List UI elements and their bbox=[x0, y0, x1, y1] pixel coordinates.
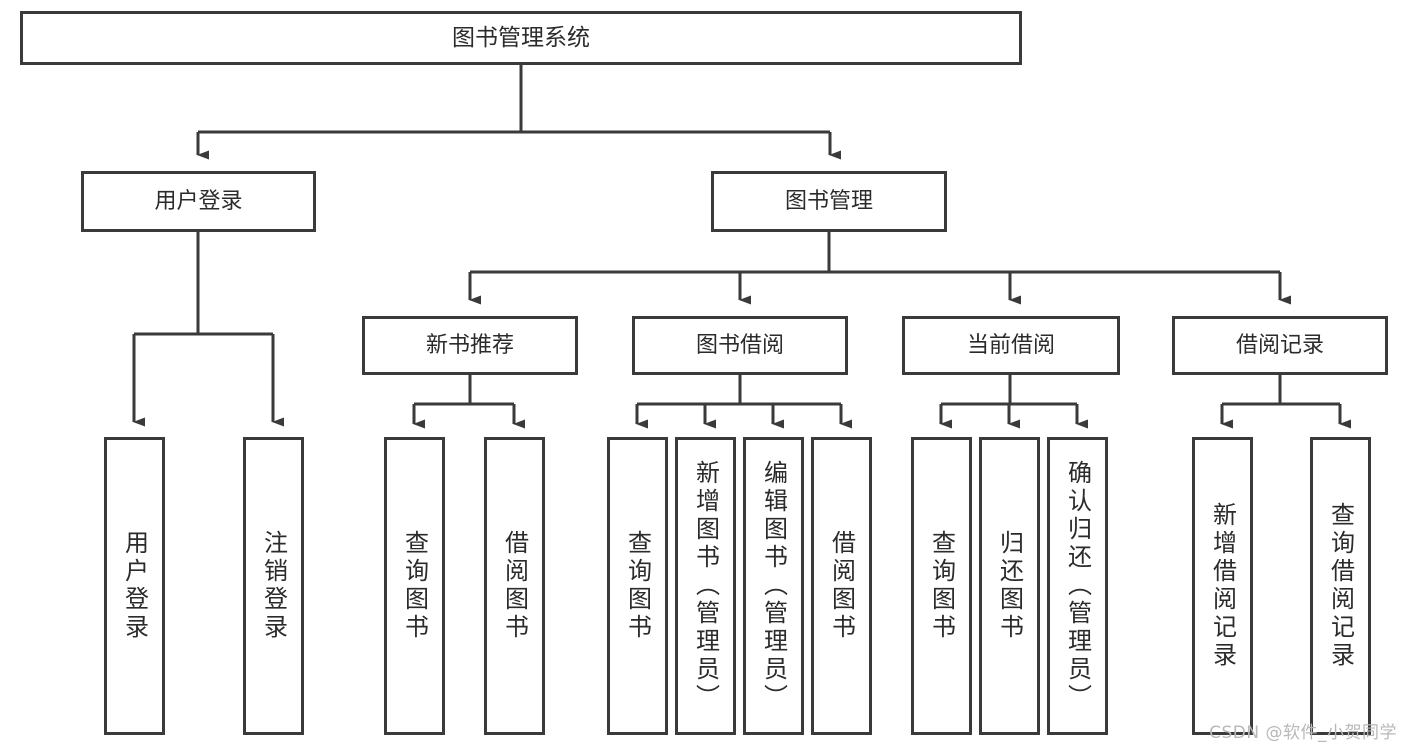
leaf-logout[interactable]: 注销登录 bbox=[243, 437, 304, 735]
node-label: 查询借阅记录 bbox=[1326, 502, 1355, 670]
node-label: 查询图书 bbox=[400, 530, 429, 642]
leaf-borrow-book[interactable]: 借阅图书 bbox=[811, 437, 872, 735]
node-label: 借阅图书 bbox=[827, 530, 856, 642]
node-current-borrow[interactable]: 当前借阅 bbox=[902, 316, 1120, 375]
leaf-query-borrow-record[interactable]: 查询借阅记录 bbox=[1310, 437, 1371, 735]
leaf-user-login[interactable]: 用户登录 bbox=[104, 437, 165, 735]
node-label: 用户登录 bbox=[154, 188, 243, 214]
node-label: 借阅图书 bbox=[500, 530, 529, 642]
node-label: 图书管理系统 bbox=[452, 24, 590, 51]
node-book-borrow[interactable]: 图书借阅 bbox=[632, 316, 848, 375]
node-label: 用户登录 bbox=[120, 530, 149, 642]
leaf-add-borrow-record[interactable]: 新增借阅记录 bbox=[1192, 437, 1253, 735]
node-book-management[interactable]: 图书管理 bbox=[711, 171, 947, 232]
node-label: 新增借阅记录 bbox=[1208, 502, 1237, 670]
node-new-book-recommend[interactable]: 新书推荐 bbox=[362, 316, 578, 375]
node-label: 归还图书 bbox=[995, 530, 1024, 642]
node-label: 新增图书（管理员） bbox=[691, 460, 720, 712]
leaf-return-book[interactable]: 归还图书 bbox=[979, 437, 1040, 735]
node-label: 查询图书 bbox=[927, 530, 956, 642]
leaf-borrow-book-recommend[interactable]: 借阅图书 bbox=[484, 437, 545, 735]
leaf-query-book[interactable]: 查询图书 bbox=[607, 437, 668, 735]
node-label: 新书推荐 bbox=[425, 332, 514, 358]
node-label: 当前借阅 bbox=[966, 332, 1055, 358]
leaf-edit-book-admin[interactable]: 编辑图书（管理员） bbox=[743, 437, 804, 735]
leaf-query-book-recommend[interactable]: 查询图书 bbox=[384, 437, 445, 735]
node-label: 注销登录 bbox=[259, 530, 288, 642]
leaf-confirm-return-admin[interactable]: 确认归还（管理员） bbox=[1047, 437, 1108, 735]
node-label: 图书管理 bbox=[784, 188, 873, 214]
leaf-add-book-admin[interactable]: 新增图书（管理员） bbox=[675, 437, 736, 735]
node-borrow-record[interactable]: 借阅记录 bbox=[1172, 316, 1388, 375]
leaf-query-book-current[interactable]: 查询图书 bbox=[911, 437, 972, 735]
node-label: 确认归还（管理员） bbox=[1063, 460, 1092, 712]
node-label: 编辑图书（管理员） bbox=[759, 460, 788, 712]
node-label: 图书借阅 bbox=[695, 332, 784, 358]
node-label: 借阅记录 bbox=[1235, 332, 1324, 358]
node-root-book-management-system[interactable]: 图书管理系统 bbox=[20, 11, 1022, 65]
csdn-watermark: CSDN @软件_小贺同学 bbox=[1209, 723, 1397, 743]
node-user-login[interactable]: 用户登录 bbox=[81, 171, 316, 232]
node-label: 查询图书 bbox=[623, 530, 652, 642]
